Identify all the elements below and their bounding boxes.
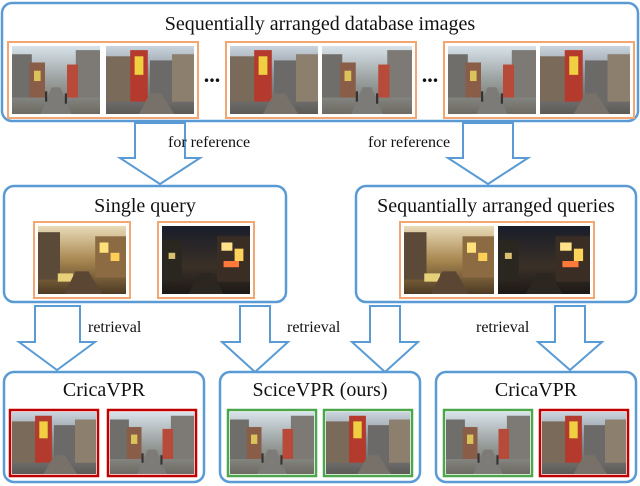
- sequential-queries-title: Sequantially arranged queries: [377, 195, 615, 217]
- result-right-frame-2: [538, 408, 630, 478]
- db-group-3-frame: [443, 41, 635, 119]
- db-image-2: [106, 46, 194, 114]
- result-left-image-2: [110, 412, 194, 474]
- retrieval-arrow-mid-a: [219, 305, 291, 374]
- result-left-frame-2: [106, 408, 198, 478]
- result-left-image-1: [12, 412, 96, 474]
- single-query-image-2: [162, 226, 250, 294]
- result-right-image-1: [446, 412, 530, 474]
- result-left-title: CricaVPR: [63, 379, 146, 401]
- result-mid-image-1: [230, 412, 314, 474]
- retrieval-arrow-left: [15, 305, 99, 372]
- sequential-queries-frame: [399, 221, 595, 299]
- sequential-query-image-2: [498, 226, 590, 294]
- db-image-3: [230, 46, 318, 114]
- result-right-image-2: [542, 412, 626, 474]
- ellipsis-2: ...: [422, 62, 439, 87]
- sequential-query-image-1: [404, 226, 494, 294]
- retrieval-label-right: retrieval: [476, 319, 530, 336]
- db-group-2-frame: [225, 41, 417, 119]
- single-query-frame-2: [157, 221, 255, 299]
- db-group-1-frame: [7, 41, 199, 119]
- db-image-1: [12, 46, 100, 114]
- retrieval-label-left: retrieval: [88, 319, 142, 336]
- result-right-frame-1: [442, 408, 534, 478]
- reference-arrow-right: [444, 122, 532, 186]
- result-left-frame-1: [8, 408, 100, 478]
- retrieval-arrow-mid-b: [349, 305, 421, 374]
- result-mid-title: SciceVPR (ours): [253, 379, 388, 401]
- ellipsis-1: ...: [204, 62, 221, 87]
- reference-arrow-left: [116, 122, 204, 186]
- single-query-image-1: [38, 226, 126, 294]
- retrieval-arrow-right: [535, 305, 605, 372]
- result-mid-frame-2: [322, 408, 414, 478]
- single-query-frame-1: [33, 221, 131, 299]
- db-image-6: [540, 46, 630, 114]
- db-image-5: [448, 46, 536, 114]
- db-image-4: [322, 46, 412, 114]
- database-title: Sequentially arranged database images: [165, 13, 476, 35]
- result-mid-image-2: [326, 412, 410, 474]
- result-mid-frame-1: [226, 408, 318, 478]
- retrieval-label-mid: retrieval: [287, 319, 341, 336]
- single-query-title: Single query: [94, 195, 196, 217]
- reference-label-right: for reference: [368, 134, 450, 151]
- result-right-title: CricaVPR: [495, 379, 578, 401]
- reference-label-left: for reference: [168, 134, 250, 151]
